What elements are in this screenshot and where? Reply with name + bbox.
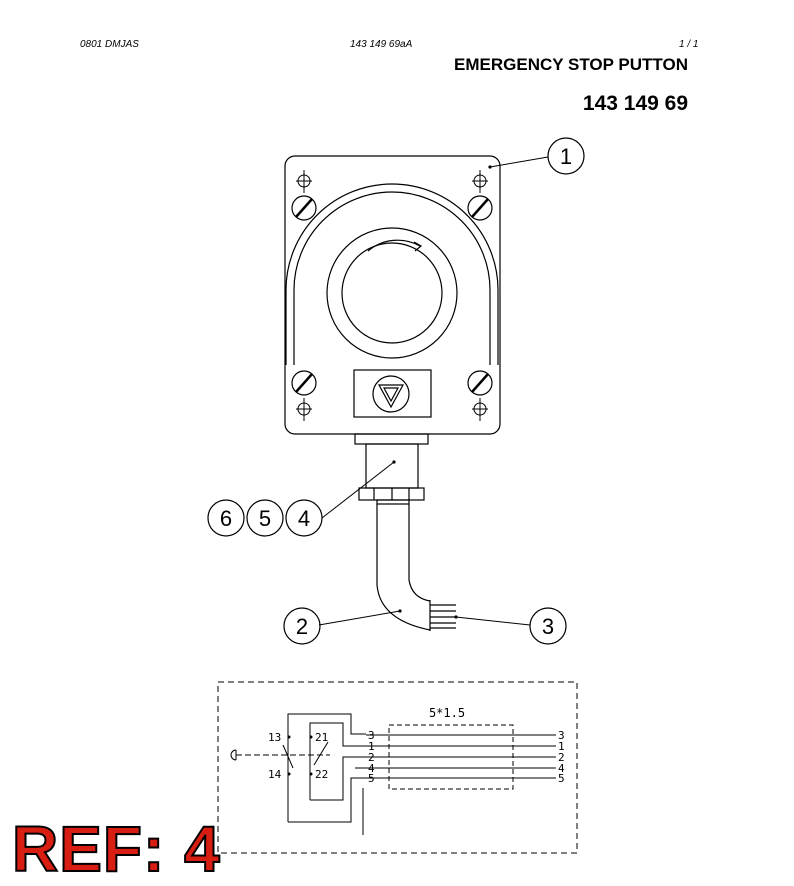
screw-bottom-left bbox=[291, 370, 317, 396]
terminal-left-2: 2 bbox=[368, 751, 375, 764]
symbol-plate bbox=[353, 369, 432, 418]
contact-22: 22 bbox=[315, 768, 328, 781]
mounting-screws bbox=[291, 195, 493, 396]
svg-text:4: 4 bbox=[298, 506, 310, 531]
contact-13: 13 bbox=[268, 731, 281, 744]
contact-21: 21 bbox=[315, 731, 328, 744]
drawing-title: EMERGENCY STOP PUTTON bbox=[454, 55, 688, 74]
terminal-right-2: 2 bbox=[558, 751, 565, 764]
schematic-boundary bbox=[217, 681, 578, 854]
callout-4: 4 bbox=[285, 499, 323, 537]
screw-bottom-right bbox=[467, 370, 493, 396]
reference-stamp: REF: 4 bbox=[11, 812, 221, 886]
doc-number: 143 149 69aA bbox=[350, 39, 413, 50]
callout-2: 2 bbox=[283, 607, 321, 645]
cable-gland bbox=[354, 433, 429, 505]
terminal-right-5: 5 bbox=[558, 772, 565, 785]
button-housing bbox=[284, 155, 501, 435]
contact-14: 14 bbox=[268, 768, 282, 781]
screw-top-right bbox=[467, 195, 493, 221]
callout-1: 1 bbox=[547, 137, 585, 175]
callout-6: 6 bbox=[207, 499, 245, 537]
svg-text:1: 1 bbox=[560, 144, 572, 169]
terminal-right-1: 1 bbox=[558, 740, 565, 753]
callout-5: 5 bbox=[246, 499, 284, 537]
leader-lines bbox=[318, 156, 549, 626]
svg-text:2: 2 bbox=[296, 614, 308, 639]
cable-spec-label: 5*1.5 bbox=[429, 706, 465, 720]
terminal-right-3: 3 bbox=[558, 729, 565, 742]
terminal-right-4: 4 bbox=[558, 762, 565, 775]
terminal-left-1: 1 bbox=[368, 740, 375, 753]
doc-code: 0801 DMJAS bbox=[80, 39, 139, 50]
mushroom-head bbox=[326, 227, 458, 359]
svg-text:6: 6 bbox=[220, 506, 232, 531]
part-number: 143 149 69 bbox=[582, 92, 688, 115]
cable bbox=[376, 504, 456, 631]
terminal-left-4: 4 bbox=[368, 762, 375, 775]
svg-text:5: 5 bbox=[259, 506, 271, 531]
page-number: 1 / 1 bbox=[679, 39, 699, 50]
terminal-left-3: 3 bbox=[368, 729, 375, 742]
callout-3: 3 bbox=[529, 607, 567, 645]
mounting-holes bbox=[296, 170, 488, 421]
wiring-schematic: 5*1.5 13 14 21 22 3 1 bbox=[217, 681, 578, 854]
terminal-left-5: 5 bbox=[368, 772, 375, 785]
screw-top-left bbox=[291, 195, 317, 221]
svg-text:3: 3 bbox=[542, 614, 554, 639]
